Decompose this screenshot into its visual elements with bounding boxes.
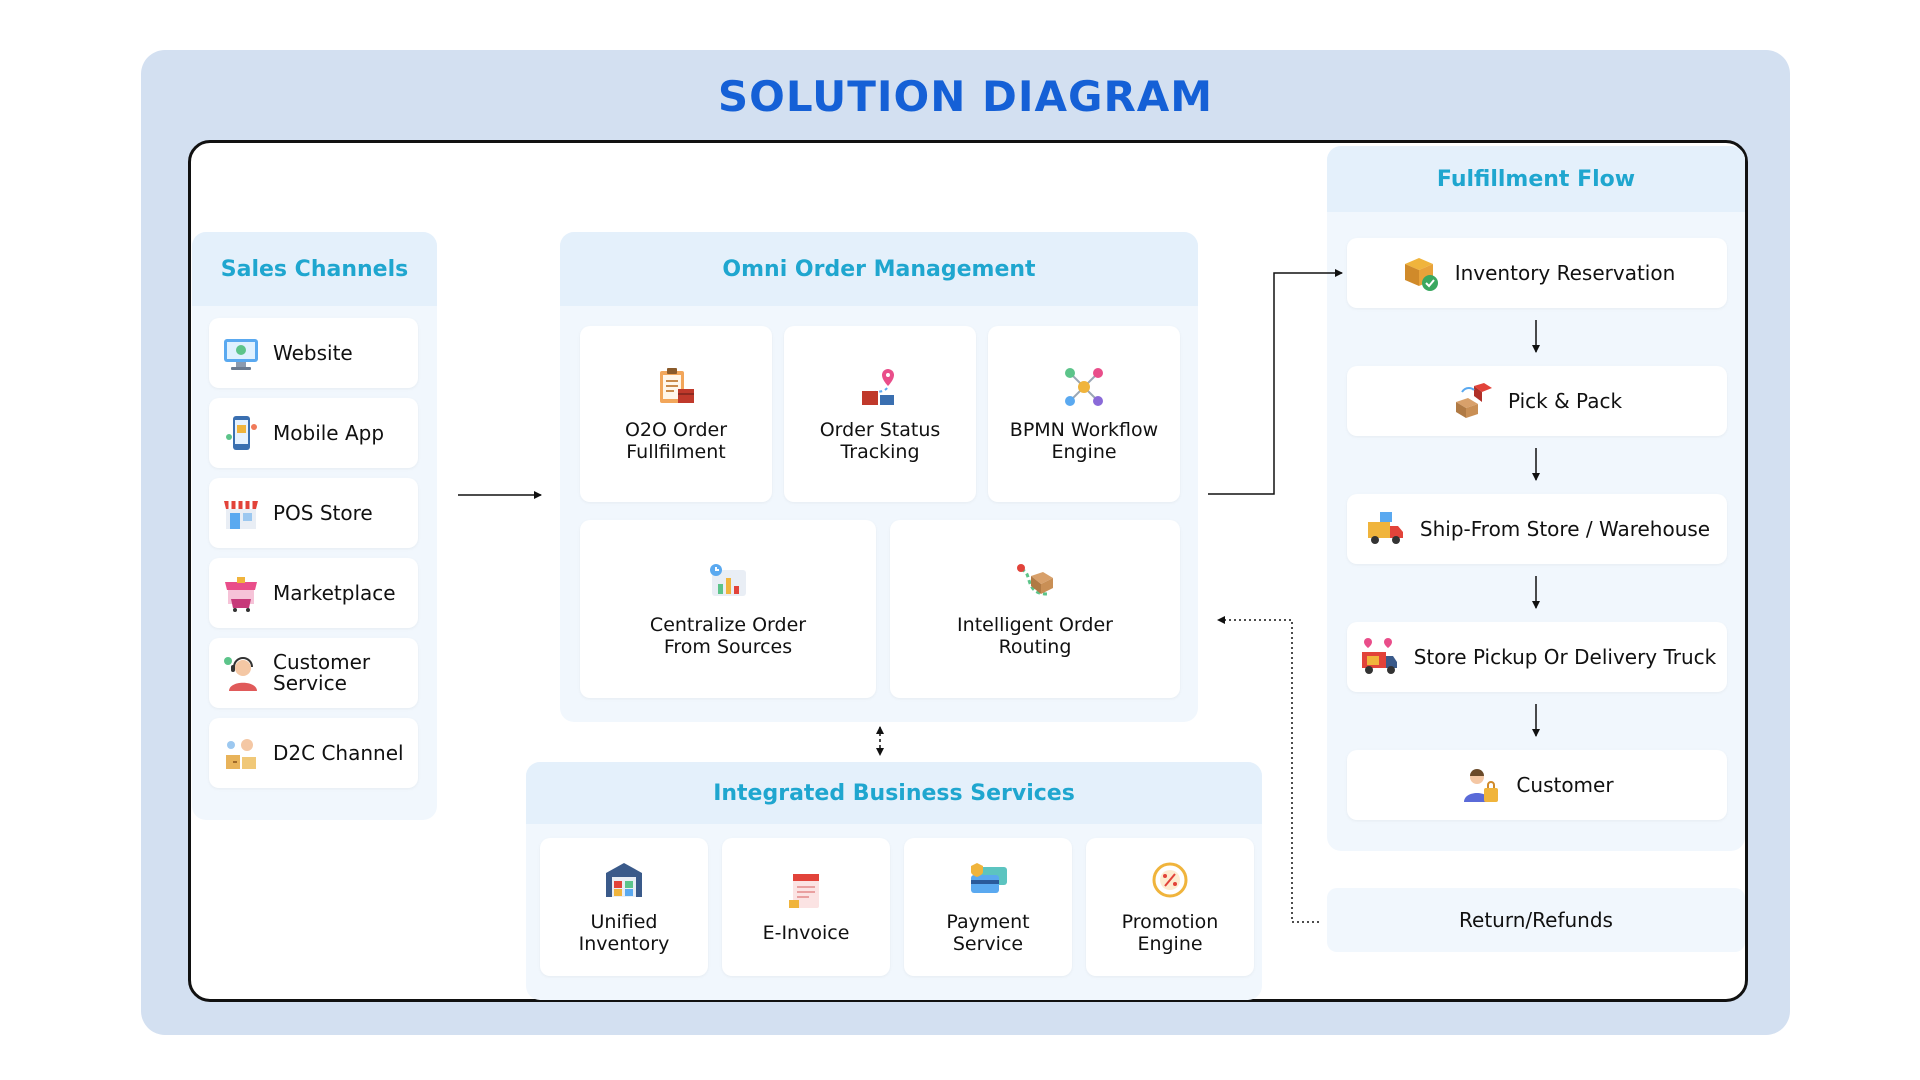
pos-store-icon [224, 501, 258, 529]
page-title: SOLUTION DIAGRAM [717, 72, 1214, 121]
customer-service-icon [224, 657, 257, 691]
promotion-icon [1152, 862, 1188, 898]
tile-label: Unified Inventory [578, 911, 670, 955]
customer-icon [1464, 769, 1499, 802]
d2c-channel-icon [226, 739, 256, 769]
route-package-icon [1017, 564, 1053, 596]
tracking-pin-icon [862, 369, 894, 405]
invoice-icon [789, 874, 819, 908]
channel-label: D2C Channel [273, 740, 404, 765]
website-icon [224, 339, 258, 370]
warehouse-icon [606, 863, 642, 897]
tile-label: Order Status Tracking [819, 419, 941, 463]
step-pick-pack[interactable]: Pick & Pack [1347, 366, 1727, 436]
workflow-network-icon [1065, 368, 1103, 406]
omni-tile-centralize-order[interactable]: Centralize Order From Sources [580, 520, 876, 698]
channel-label: Marketplace [273, 580, 396, 605]
step-ship-from-store[interactable]: Ship-From Store / Warehouse [1347, 494, 1727, 564]
integrated-business-services-panel: Integrated Business Services Unified Inv… [526, 762, 1262, 1000]
omni-tile-o2o-fulfilment[interactable]: O2O Order Fullfilment [580, 326, 772, 502]
channel-pos-store[interactable]: POS Store [209, 478, 418, 548]
return-refunds-box[interactable]: Return/Refunds [1327, 888, 1745, 952]
tile-label: E-Invoice [762, 922, 850, 944]
tile-label: Centralize Order From Sources [649, 614, 807, 658]
step-label: Store Pickup Or Delivery Truck [1413, 645, 1717, 669]
tile-label: Payment Service [946, 911, 1030, 955]
omni-tile-order-status-tracking[interactable]: Order Status Tracking [784, 326, 976, 502]
step-label: Ship-From Store / Warehouse [1419, 517, 1711, 541]
tile-label: Promotion Engine [1121, 911, 1219, 955]
omni-tile-intelligent-routing[interactable]: Intelligent Order Routing [890, 520, 1180, 698]
service-unified-inventory[interactable]: Unified Inventory [540, 838, 708, 976]
step-store-pickup[interactable]: Store Pickup Or Delivery Truck [1347, 622, 1727, 692]
step-label: Inventory Reservation [1454, 261, 1676, 285]
payment-card-icon [971, 863, 1007, 893]
service-e-invoice[interactable]: E-Invoice [722, 838, 890, 976]
service-payment[interactable]: Payment Service [904, 838, 1072, 976]
pickup-truck-icon [1361, 638, 1397, 674]
channel-label: Website [273, 340, 353, 365]
channel-label: Mobile App [273, 420, 385, 445]
channel-website[interactable]: Website [209, 318, 418, 388]
pick-pack-icon [1455, 383, 1492, 418]
step-label: Pick & Pack [1507, 389, 1623, 413]
delivery-truck-icon [1367, 512, 1403, 544]
box-check-icon [1404, 258, 1438, 291]
channel-d2c[interactable]: D2C Channel [209, 718, 418, 788]
omni-order-management-panel: Omni Order Management O2O Order Fullfilm… [560, 232, 1198, 722]
tile-label: O2O Order Fullfilment [624, 419, 728, 463]
service-promotion-engine[interactable]: Promotion Engine [1086, 838, 1254, 976]
omni-heading: Omni Order Management [560, 232, 1198, 306]
dashboard-chart-icon [710, 564, 746, 596]
channel-label: Customer Service [273, 650, 371, 695]
tile-label: Intelligent Order Routing [957, 614, 1113, 658]
clipboard-box-icon [660, 368, 694, 403]
tile-label: BPMN Workflow Engine [1009, 419, 1159, 463]
business-heading: Integrated Business Services [526, 762, 1262, 824]
channel-mobile-app[interactable]: Mobile App [209, 398, 418, 468]
sales-channels-heading: Sales Channels [192, 232, 437, 306]
step-label: Customer [1516, 773, 1614, 797]
sales-channels-panel: Sales Channels Website Mobile App POS St… [192, 232, 437, 820]
channel-marketplace[interactable]: Marketplace [209, 558, 418, 628]
omni-tile-bpmn-workflow[interactable]: BPMN Workflow Engine [988, 326, 1180, 502]
fulfillment-flow-panel: Fulfillment Flow Inventory Reservation P… [1327, 146, 1745, 851]
fulfillment-heading: Fulfillment Flow [1327, 146, 1745, 212]
marketplace-icon [225, 577, 257, 612]
channel-customer-service[interactable]: Customer Service [209, 638, 418, 708]
step-inventory-reservation[interactable]: Inventory Reservation [1347, 238, 1727, 308]
channel-label: POS Store [273, 500, 373, 525]
step-customer[interactable]: Customer [1347, 750, 1727, 820]
mobile-app-icon [226, 416, 257, 450]
